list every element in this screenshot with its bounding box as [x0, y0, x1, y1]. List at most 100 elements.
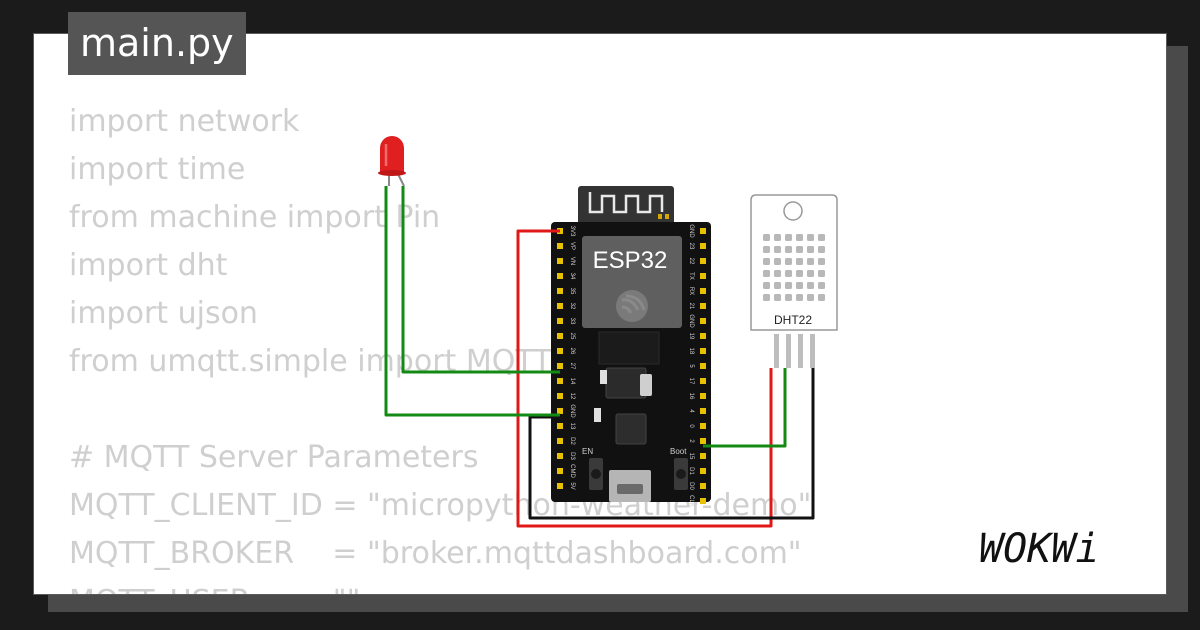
wokwi-logo[interactable]: WOKWi — [979, 526, 1149, 576]
pin-0[interactable] — [700, 423, 706, 429]
pin-cmd[interactable] — [557, 468, 563, 474]
pin-label: D1 — [688, 467, 694, 475]
vent-slot — [807, 282, 814, 289]
wires — [384, 186, 815, 528]
module-underside — [598, 331, 660, 365]
svg-text:WOKWi: WOKWi — [979, 526, 1099, 572]
pin-32[interactable] — [557, 303, 563, 309]
pin-5[interactable] — [700, 363, 706, 369]
pin-label: 4 — [688, 409, 694, 413]
pin-label: VP — [569, 242, 575, 250]
vent-slot — [763, 294, 770, 301]
pin-label: 16 — [688, 393, 694, 400]
pin-d2[interactable] — [557, 438, 563, 444]
pin-13[interactable] — [557, 423, 563, 429]
pin-5v[interactable] — [557, 483, 563, 489]
vent-slot — [818, 294, 825, 301]
pin-21[interactable] — [700, 303, 706, 309]
pin-label: 27 — [569, 363, 575, 370]
pin-label: 32 — [569, 303, 575, 310]
vent-slot — [796, 270, 803, 277]
pin-label: CLK — [688, 495, 694, 507]
vent-slot — [796, 258, 803, 265]
vent-slot — [763, 246, 770, 253]
vent-slot — [807, 270, 814, 277]
pin-27[interactable] — [557, 363, 563, 369]
vent-slot — [807, 234, 814, 241]
vent-slot — [785, 282, 792, 289]
pin-vn[interactable] — [557, 258, 563, 264]
pin-rx[interactable] — [700, 288, 706, 294]
vent-slot — [763, 282, 770, 289]
pin-label: 26 — [569, 348, 575, 355]
code-line: MQTT_USER = "" — [69, 578, 811, 594]
esp32-chip-shield — [582, 236, 682, 328]
pin-16[interactable] — [700, 393, 706, 399]
pin-gnd[interactable] — [700, 318, 706, 324]
vent-slot — [807, 294, 814, 301]
pin-33[interactable] — [557, 318, 563, 324]
pin-gnd[interactable] — [700, 228, 706, 234]
pin-label: GND — [569, 404, 575, 418]
vent-slot — [785, 234, 792, 241]
pin-tx[interactable] — [700, 273, 706, 279]
pin-26[interactable] — [557, 348, 563, 354]
pin-label: 22 — [688, 258, 694, 265]
pin-label: 0 — [688, 424, 694, 428]
pin-label: 23 — [688, 243, 694, 250]
pin-34[interactable] — [557, 273, 563, 279]
esp32-board[interactable]: ESP32 EN Boot 3V3VPVN343532332526271412G… — [551, 186, 711, 507]
espressif-logo-icon — [616, 290, 648, 322]
vent-slot — [807, 246, 814, 253]
vent-slot — [796, 294, 803, 301]
pin-label: 17 — [688, 378, 694, 385]
pin-d1[interactable] — [700, 468, 706, 474]
pin-12[interactable] — [557, 393, 563, 399]
pin-label: 34 — [569, 273, 575, 280]
en-label: EN — [582, 447, 593, 456]
vent-slot — [763, 234, 770, 241]
file-tab[interactable]: main.py — [68, 12, 246, 75]
pin-15[interactable] — [700, 453, 706, 459]
pin-19[interactable] — [700, 333, 706, 339]
vent-slot — [774, 270, 781, 277]
pin-label: 35 — [569, 288, 575, 295]
pin-vp[interactable] — [557, 243, 563, 249]
pin-14[interactable] — [557, 378, 563, 384]
pin-d3[interactable] — [557, 453, 563, 459]
pin-17[interactable] — [700, 378, 706, 384]
sensor-vent-grid — [763, 234, 825, 301]
wire-3v3-red — [516, 229, 773, 528]
pin-label: 2 — [688, 439, 694, 443]
red-led[interactable] — [378, 136, 406, 187]
code-line: # MQTT Server Parameters — [69, 440, 479, 475]
pin-gnd[interactable] — [557, 408, 563, 414]
dht22-sensor[interactable]: DHT22 — [750, 194, 838, 368]
pin-2[interactable] — [700, 438, 706, 444]
wire-led-anode-green — [401, 186, 560, 374]
pin-label: 33 — [569, 318, 575, 325]
pin-22[interactable] — [700, 258, 706, 264]
pin-4[interactable] — [700, 408, 706, 414]
pin-23[interactable] — [700, 243, 706, 249]
vent-slot — [774, 234, 781, 241]
pin-label: 13 — [569, 423, 575, 430]
pin-25[interactable] — [557, 333, 563, 339]
pin-clk[interactable] — [700, 498, 706, 504]
led-body-icon — [380, 136, 404, 172]
pin-label: 3V3 — [569, 226, 575, 237]
pin-d0[interactable] — [700, 483, 706, 489]
pin-label: 18 — [688, 348, 694, 355]
pin-18[interactable] — [700, 348, 706, 354]
pin-label: 25 — [569, 333, 575, 340]
code-line: import time — [69, 152, 246, 187]
wire-dht-data-green — [703, 368, 787, 448]
pin-label: D3 — [569, 452, 575, 460]
pin-35[interactable] — [557, 288, 563, 294]
mount-hole — [783, 201, 803, 221]
pin-label: 21 — [688, 303, 694, 310]
pin-label: GND — [688, 314, 694, 328]
code-line: import ujson — [69, 296, 258, 331]
